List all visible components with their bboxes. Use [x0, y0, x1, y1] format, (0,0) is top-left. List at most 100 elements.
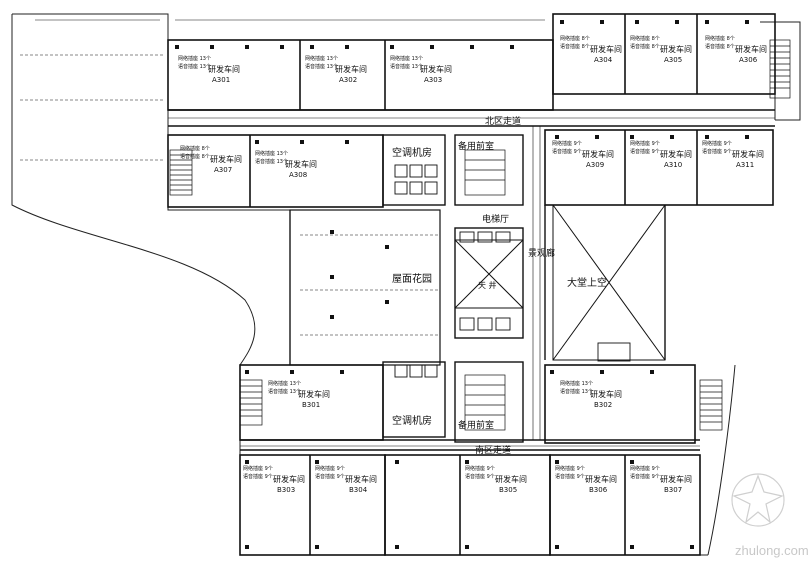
room-note: 语音插座 9个 [552, 148, 582, 155]
room-code: A305 [664, 56, 682, 64]
room-note: 语音插座 9个 [465, 473, 495, 480]
room-note: 语音插座 9个 [555, 473, 585, 480]
room-name: 研发车间 [590, 389, 622, 399]
room-code: B307 [664, 486, 682, 494]
room-note: 网络插座 13个 [305, 55, 338, 62]
room-name: 研发车间 [660, 474, 692, 484]
stair-hatch [169, 39, 791, 431]
room-name: 研发车间 [582, 149, 614, 159]
room-a310: 网络插座 9个语音插座 9个研发车间 A310 [630, 140, 692, 169]
room-note: 网络插座 9个 [555, 465, 585, 472]
room-code: A303 [424, 76, 442, 84]
room-b304: 网络插座 9个语音插座 9个研发车间 B304 [315, 465, 377, 494]
room-note: 语音插座 9个 [630, 148, 660, 155]
spare-south-label: 备用前室 [458, 419, 494, 431]
room-code: B303 [277, 486, 295, 494]
room-name: 研发车间 [660, 149, 692, 159]
room-code: A310 [664, 161, 682, 169]
area-labels: 空调机房 空调机房 备用前室 备用前室 北区走道 南区走道 电梯厅 景观廊 大堂… [392, 115, 607, 456]
room-note: 语音插座 13个 [560, 388, 593, 395]
room-note: 网络插座 9个 [630, 465, 660, 472]
room-a304: 网络插座 8个语音插座 8个研发车间 A304 [560, 35, 622, 64]
room-name: 研发车间 [585, 474, 617, 484]
room-note: 语音插座 9个 [702, 148, 732, 155]
room-code: B304 [349, 486, 368, 494]
watermark-logo [731, 473, 785, 527]
room-name: 研发车间 [273, 474, 305, 484]
room-name: 研发车间 [345, 474, 377, 484]
room-note: 语音插座 13个 [178, 63, 211, 70]
room-name: 研发车间 [210, 154, 242, 164]
room-a309: 网络插座 9个语音插座 9个研发车间 A309 [552, 140, 614, 169]
room-code: A301 [212, 76, 230, 84]
core-walls [382, 134, 666, 443]
room-name: 研发车间 [660, 44, 692, 54]
roof-garden-outline [289, 209, 441, 366]
north-wing-walls [167, 13, 776, 208]
room-code: A302 [339, 76, 357, 84]
room-a311: 网络插座 9个语音插座 9个研发车间A311 [702, 140, 764, 169]
room-code: A304 [594, 56, 613, 64]
room-code: B301 [302, 401, 320, 409]
watermark-text: zhulong.com [735, 543, 809, 558]
room-note: 网络插座 9个 [315, 465, 345, 472]
room-note: 网络插座 9个 [465, 465, 495, 472]
cabling-trays [20, 19, 775, 447]
room-note: 网络插座 8个 [560, 35, 590, 42]
room-note: 网络插座 8个 [630, 35, 660, 42]
south-wing-walls [239, 364, 701, 556]
room-name: 研发车间 [298, 389, 330, 399]
room-a306: 网络插座 8个语音插座 8个研发车间A306 [705, 35, 767, 64]
room-b303: 网络插座 9个语音插座 9个研发车间B303 [243, 465, 305, 494]
hvac-north-label: 空调机房 [392, 146, 432, 159]
room-note: 语音插座 8个 [180, 153, 210, 160]
room-note: 网络插座 13个 [255, 150, 288, 157]
room-name: 研发车间 [735, 44, 767, 54]
room-name: 研发车间 [590, 44, 622, 54]
room-note: 语音插座 13个 [305, 63, 338, 70]
room-note: 语音插座 9个 [243, 473, 273, 480]
outlet-markers [175, 20, 749, 549]
room-note: 网络插座 13个 [178, 55, 211, 62]
corridor-south-label: 南区走道 [475, 444, 511, 456]
room-note: 网络插座 13个 [268, 380, 301, 387]
room-code: B305 [499, 486, 517, 494]
room-name: 研发车间 [495, 474, 527, 484]
room-code: A306 [739, 56, 758, 64]
room-note: 语音插座 9个 [315, 473, 345, 480]
room-note: 网络插座 13个 [560, 380, 593, 387]
hvac-south-label: 空调机房 [392, 414, 432, 427]
spare-north-label: 备用前室 [458, 140, 494, 152]
room-note: 网络插座 8个 [180, 145, 210, 152]
room-note: 语音插座 8个 [705, 43, 735, 50]
roof-garden-label: 屋面花园 [392, 272, 432, 285]
room-name: 研发车间 [335, 64, 367, 74]
room-code: A308 [289, 171, 307, 179]
room-b306: 网络插座 9个语音插座 9个研发车间 B306 [555, 465, 617, 494]
room-note: 语音插座 9个 [630, 473, 660, 480]
elevator-hall-label: 电梯厅 [482, 213, 509, 225]
room-a305: 网络插座 8个语音插座 8个研发车间A305 [630, 35, 692, 64]
atrium-label: 大堂上空 [567, 276, 607, 289]
viewing-corridor-label: 景观廊 [528, 247, 555, 259]
room-note: 语音插座 8个 [560, 43, 590, 50]
room-note: 网络插座 9个 [552, 140, 582, 147]
room-code: B306 [589, 486, 608, 494]
room-a307: 网络插座 8个语音插座 8个研发车间A307 [180, 145, 242, 174]
room-note: 网络插座 9个 [630, 140, 660, 147]
room-code: A311 [736, 161, 754, 169]
room-note: 语音插座 13个 [255, 158, 288, 165]
room-code: A309 [586, 161, 604, 169]
room-name: 研发车间 [208, 64, 240, 74]
room-b307: 网络插座 9个语音插座 9个研发车间 B307 [630, 465, 692, 494]
elevator-cars [394, 164, 631, 378]
central-void-and-atrium [454, 204, 666, 361]
